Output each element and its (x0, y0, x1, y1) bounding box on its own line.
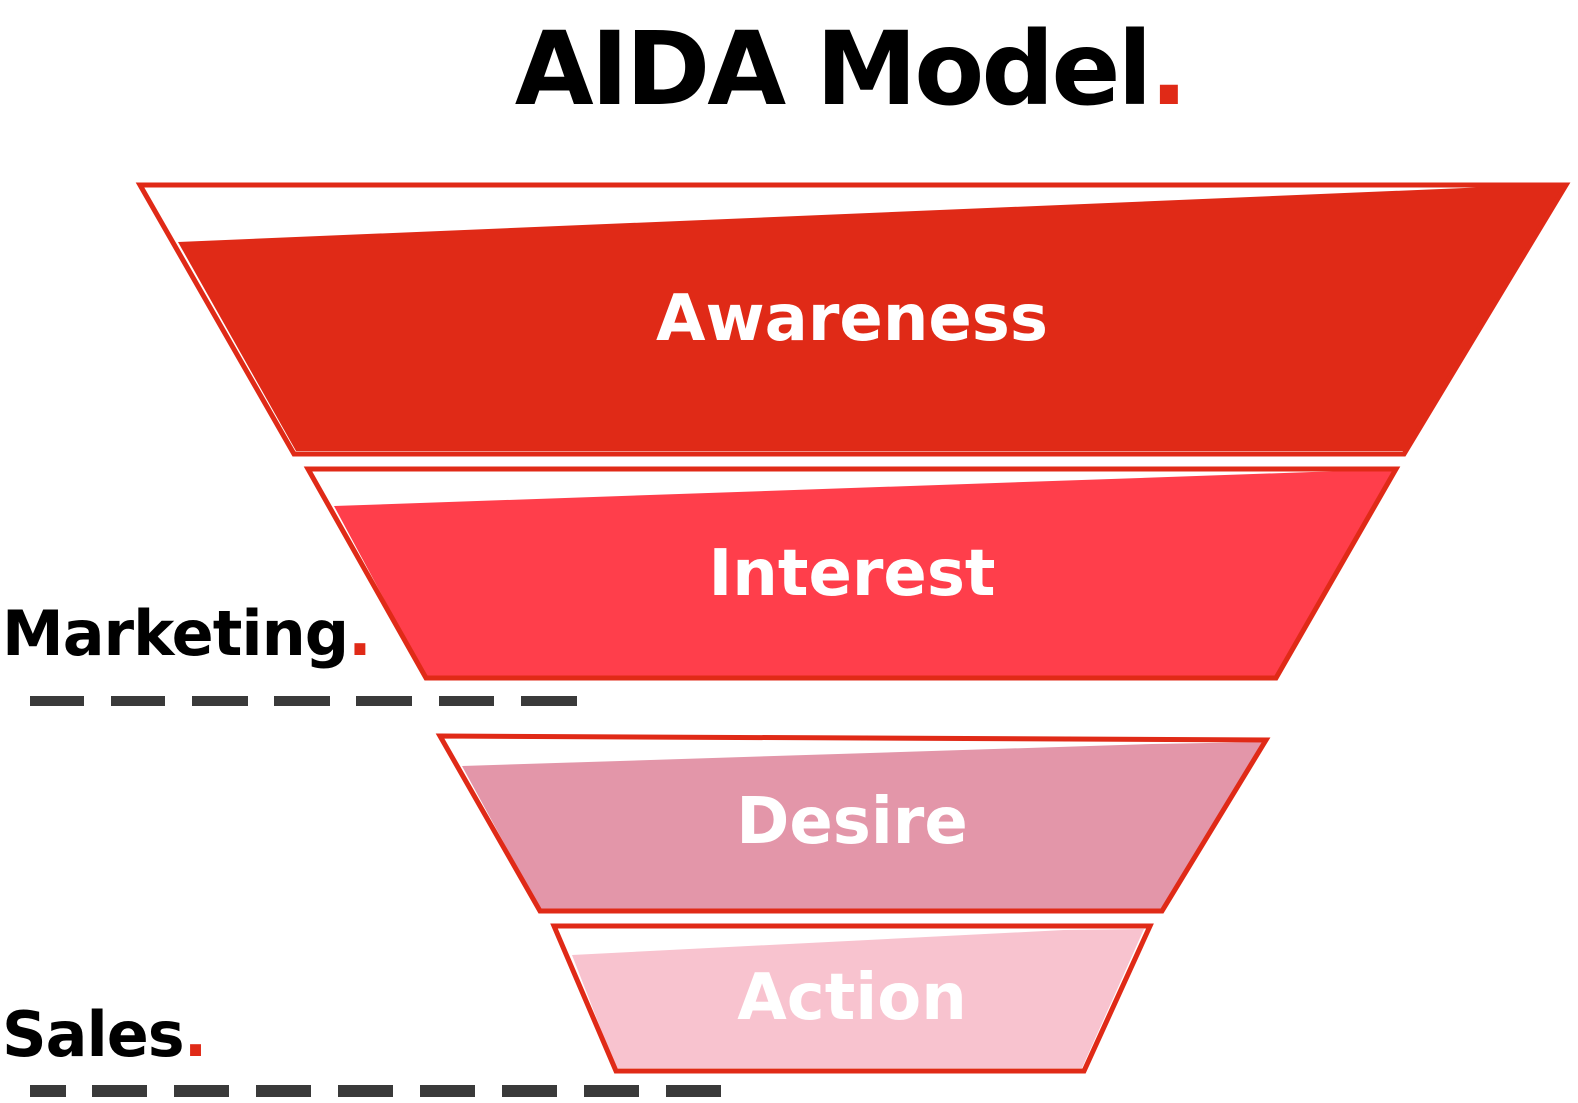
stage-fill-awareness (178, 185, 1566, 451)
funnel-stage-action: Action (550, 923, 1154, 1074)
side-label-sales-dot: . (184, 998, 207, 1071)
dash (174, 1085, 229, 1097)
stage-label-desire: Desire (736, 785, 968, 859)
dash (256, 1085, 311, 1097)
dash (92, 1085, 147, 1097)
stage-outline-desire (435, 733, 1271, 914)
stage-label-awareness: Awareness (656, 282, 1048, 356)
side-label-marketing: Marketing. (2, 597, 371, 670)
sales-divider-dashes (30, 1085, 721, 1097)
dash (439, 696, 494, 706)
dash (192, 696, 248, 706)
title-text: AIDA Model (515, 10, 1150, 129)
funnel-stage-interest: Interest (303, 466, 1401, 681)
marketing-divider-dashes (30, 696, 577, 706)
dash (420, 1085, 475, 1097)
funnel-stage-desire: Desire (435, 733, 1271, 914)
side-label-sales: Sales. (2, 998, 206, 1071)
title-dot: . (1150, 10, 1186, 129)
stage-label-action: Action (737, 961, 967, 1035)
stage-outline-interest (303, 466, 1401, 681)
funnel-stage-awareness: Awareness (135, 182, 1571, 457)
stage-outline-awareness (135, 182, 1571, 457)
dash (274, 696, 330, 706)
side-label-marketing-text: Marketing (2, 597, 348, 670)
dash (356, 696, 412, 706)
dash (584, 1085, 639, 1097)
dash (111, 696, 165, 706)
side-label-marketing-dot: . (348, 597, 371, 670)
dash (30, 1085, 66, 1097)
stage-fill-desire (462, 742, 1264, 909)
dash (521, 696, 577, 706)
dash (502, 1085, 557, 1097)
stage-label-interest: Interest (708, 537, 995, 611)
dash (666, 1085, 721, 1097)
stage-outline-action (550, 923, 1154, 1074)
side-label-sales-group: Sales. (2, 998, 721, 1097)
side-label-sales-text: Sales (2, 998, 184, 1071)
page-title: AIDA Model. (515, 10, 1186, 129)
stage-fill-action (572, 929, 1144, 1068)
dash (30, 696, 84, 706)
side-label-marketing-group: Marketing. (2, 597, 577, 706)
dash (338, 1085, 393, 1097)
stage-fill-interest (334, 470, 1396, 677)
